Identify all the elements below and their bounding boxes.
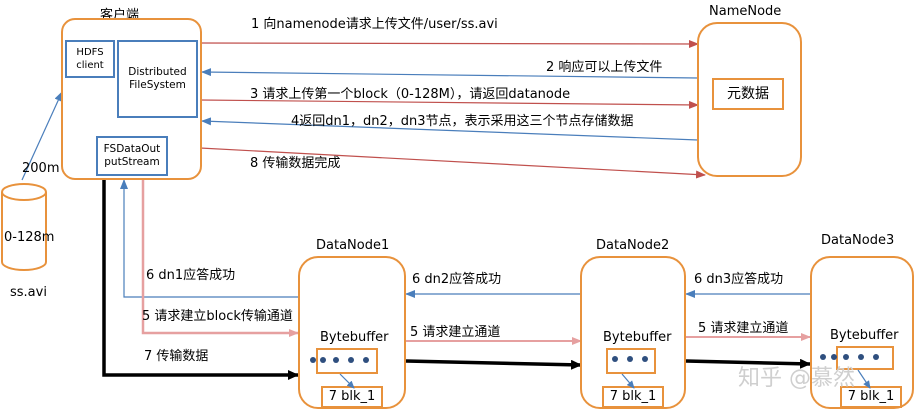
datanode2-buffer-label: Bytebuffer — [603, 330, 672, 345]
datanode3-box — [810, 256, 914, 409]
hdfs-client-label: HDFS client — [76, 47, 104, 71]
file-to-client-arrow — [21, 91, 63, 181]
file-cylinder — [1, 183, 47, 271]
datanode3-buffer-dots — [820, 354, 879, 360]
file-block-label: 0-128m — [4, 230, 55, 245]
msg7-label: 7 传输数据 — [144, 349, 209, 364]
datanode1-block-label: 7 blk_1 — [328, 389, 376, 404]
datanode2-block-label: 7 blk_1 — [609, 389, 657, 404]
msg2-arrow — [201, 68, 699, 79]
msg1-arrow — [199, 39, 699, 48]
datanode3-title: DataNode3 — [821, 233, 895, 248]
msg6c-label: 6 dn3应答成功 — [694, 272, 784, 287]
dn1-dn2-data-arrow — [405, 359, 582, 370]
msg4-arrow — [201, 117, 699, 141]
msg6a-label: 6 dn1应答成功 — [146, 268, 236, 283]
file-name-label: ss.avi — [10, 285, 47, 300]
datanode3-block-box: 7 blk_1 — [840, 386, 902, 408]
datanode1-block-box: 7 blk_1 — [321, 386, 383, 408]
datanode1-buffer-label: Bytebuffer — [320, 330, 389, 345]
metadata-box: 元数据 — [712, 78, 784, 110]
msg6a-arrow — [120, 179, 298, 298]
msg2-label: 2 响应可以上传文件 — [546, 60, 663, 75]
datanode3-buffer-label: Bytebuffer — [830, 328, 899, 343]
datanode1-buffer-dots — [310, 357, 369, 363]
msg8-label: 8 传输数据完成 — [250, 156, 341, 171]
msg5b-label: 5 请求建立通道 — [410, 325, 501, 340]
datanode2-title: DataNode2 — [596, 238, 670, 253]
dn2-dn3-data-arrow — [685, 358, 811, 369]
fsdataoutputstream-label: FSDataOut putStream — [103, 143, 161, 168]
msg3-label: 3 请求上传第一个block（0-128M），请返回datanode — [250, 87, 571, 102]
distributed-filesystem-box: Distributed FileSystem — [117, 40, 198, 118]
fsdataoutputstream-box: FSDataOut putStream — [96, 136, 168, 176]
datanode1-title: DataNode1 — [316, 238, 390, 253]
metadata-label: 元数据 — [727, 86, 769, 102]
watermark: 知乎 @慕然 — [738, 366, 855, 391]
datanode2-block-box: 7 blk_1 — [602, 386, 664, 408]
msg7-arrow — [102, 180, 299, 380]
msg5a-label: 5 请求建立block传输通道 — [142, 309, 293, 324]
msg1-label: 1 向namenode请求上传文件/user/ss.avi — [251, 17, 498, 32]
datanode1-buffer-to-block-arrow — [339, 373, 355, 389]
msg5c-label: 5 请求建立通道 — [698, 321, 789, 336]
datanode2-buffer-dots — [612, 356, 648, 362]
msg4-label: 4返回dn1，dn2，dn3节点，表示采用这三个节点存储数据 — [291, 114, 634, 129]
msg8-arrow — [199, 147, 706, 179]
namenode-title: NameNode — [709, 4, 782, 19]
datanode2-buffer-to-block-arrow — [621, 373, 635, 389]
hdfs-client-box: HDFS client — [65, 40, 115, 78]
datanode3-buffer-to-block-arrow — [857, 369, 871, 389]
file-size-label: 200m — [22, 161, 60, 176]
msg5a-arrow — [141, 180, 299, 337]
msg3-arrow — [199, 99, 699, 109]
msg6b-label: 6 dn2应答成功 — [412, 272, 502, 287]
distributed-filesystem-label: Distributed FileSystem — [128, 66, 187, 91]
datanode3-block-label: 7 blk_1 — [847, 389, 895, 404]
